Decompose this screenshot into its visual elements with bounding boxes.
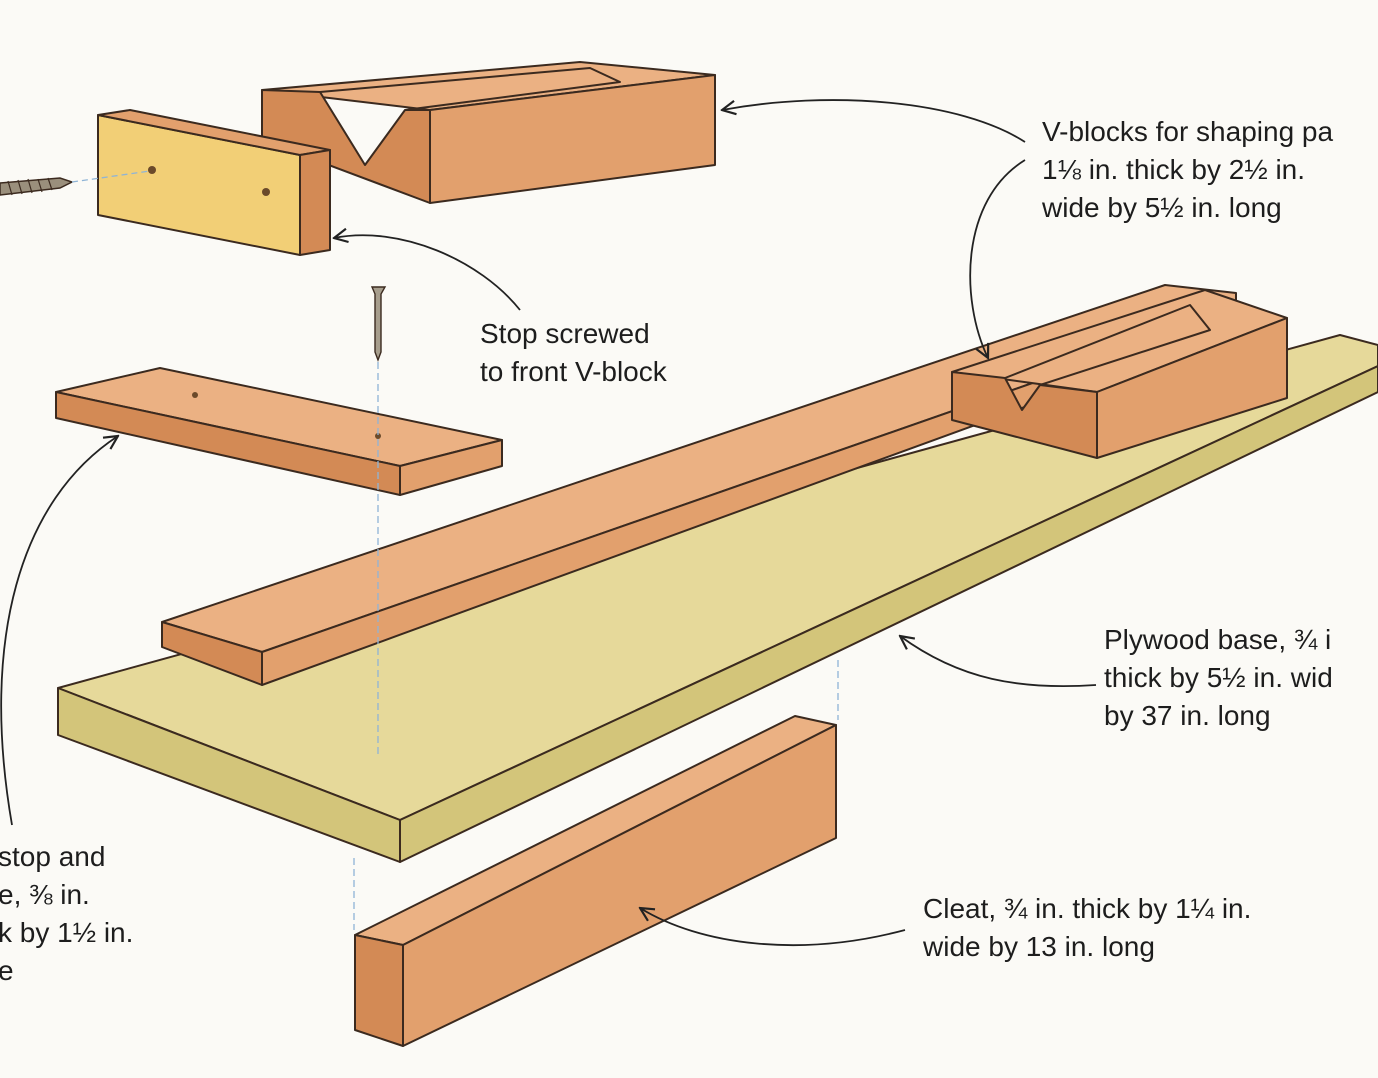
- plywood-base-label: Plywood base, ¾ i thick by 5½ in. wid by…: [1104, 621, 1333, 735]
- arrow-to-plywood-base: [900, 636, 1097, 688]
- label-line: wide by 13 in. long: [923, 931, 1155, 962]
- leader-lines: [0, 99, 1097, 946]
- arrow-to-stop-block: [334, 235, 521, 311]
- brad-nail: [353, 286, 839, 930]
- label-line: e: [0, 955, 14, 986]
- label-line: 1⅛ in. thick by 2½ in.: [1042, 154, 1306, 185]
- label-line: stop and: [0, 841, 106, 872]
- screw-hole: [262, 188, 270, 196]
- arrow-to-loose-v-block: [722, 99, 1026, 143]
- mounted-v-blocks-side: [1096, 317, 1288, 459]
- mounted-v-blocks: [951, 289, 1288, 459]
- v-blocks-label: V-blocks for shaping pa 1⅛ in. thick by …: [1042, 113, 1333, 227]
- label-line: thick by 5½ in. wid: [1104, 662, 1333, 693]
- wood-screw: [0, 170, 151, 196]
- loose-v-block-side: [429, 74, 716, 204]
- label-line: k by 1½ in.: [0, 917, 134, 948]
- label-line: e, ⅜ in.: [0, 879, 90, 910]
- arrow-to-mounted-v-block: [969, 159, 1026, 358]
- arrow-to-cleat: [640, 908, 906, 946]
- label-line: Cleat, ¾ in. thick by 1¼ in.: [923, 893, 1252, 924]
- label-line: V-blocks for shaping pa: [1042, 116, 1334, 147]
- flat-side-stop: [55, 367, 503, 496]
- label-line: by 37 in. long: [1104, 700, 1271, 731]
- stop-block: [97, 109, 331, 256]
- label-line: to front V-block: [480, 356, 667, 387]
- arrow-to-side-stop: [0, 436, 118, 826]
- label-line: Plywood base, ¾ i: [1104, 624, 1332, 655]
- label-line: wide by 5½ in. long: [1042, 192, 1282, 223]
- mounted-v-blocks-front: [951, 371, 1098, 459]
- flat-side-stop-end: [399, 439, 503, 496]
- plywood-base: [57, 334, 1378, 863]
- cleat-side: [402, 724, 837, 1047]
- screw-hole: [148, 166, 156, 174]
- cleat-front: [354, 934, 404, 1047]
- loose-v-block: [261, 61, 716, 204]
- plywood-base-end: [399, 365, 1378, 863]
- label-line: Stop screwed: [480, 318, 650, 349]
- cleat-label: Cleat, ¾ in. thick by 1¼ in. wide by 13 …: [923, 890, 1251, 966]
- cleat: [354, 715, 837, 1047]
- stop-label: Stop screwed to front V-block: [480, 315, 667, 391]
- side-stop-label: stop and e, ⅜ in. k by 1½ in. e: [0, 838, 133, 990]
- stop-block-end: [299, 149, 331, 256]
